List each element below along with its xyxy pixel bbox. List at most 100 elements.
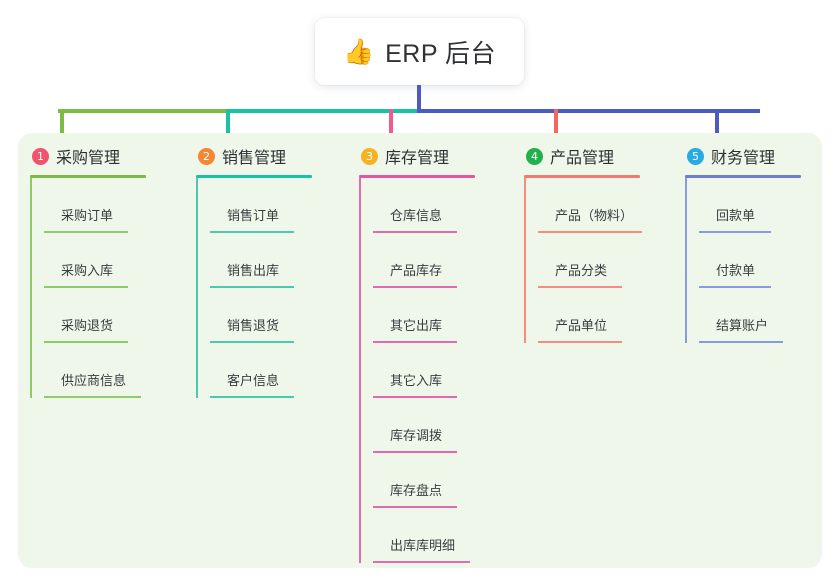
column-rail	[524, 178, 526, 343]
column-item-list: 销售订单销售出库销售退货客户信息	[196, 178, 312, 398]
list-item-label: 销售订单	[227, 208, 280, 223]
list-item-underline	[210, 396, 294, 398]
list-item-label: 库存调拨	[390, 428, 443, 443]
list-item[interactable]: 出库库明细	[373, 508, 475, 563]
list-item-underline	[373, 286, 457, 288]
connector-bus-blue	[417, 109, 760, 113]
list-item[interactable]: 库存调拨	[373, 398, 475, 453]
column-title: 财务管理	[711, 150, 776, 167]
list-item-underline	[373, 451, 457, 453]
list-item-underline	[373, 341, 457, 343]
list-item[interactable]: 供应商信息	[44, 343, 146, 398]
list-item-label: 产品（物料）	[555, 208, 634, 223]
list-item-underline	[44, 396, 141, 398]
list-item-label: 销售退货	[227, 318, 280, 333]
list-item[interactable]: 回款单	[699, 178, 801, 233]
list-item-label: 结算账户	[716, 318, 769, 333]
connector-drop-1	[60, 109, 64, 139]
column-5: 5 财务管理回款单付款单结算账户	[685, 145, 801, 343]
column-number-badge: 3	[361, 147, 378, 165]
list-item-label: 采购入库	[61, 263, 114, 278]
list-item-underline	[44, 231, 128, 233]
list-item[interactable]: 产品单位	[538, 288, 640, 343]
list-item[interactable]: 产品库存	[373, 233, 475, 288]
list-item[interactable]: 产品（物料）	[538, 178, 642, 233]
list-item-underline	[373, 231, 457, 233]
list-item-underline	[210, 341, 294, 343]
list-item-underline	[538, 231, 642, 233]
list-item-underline	[44, 286, 128, 288]
list-item-label: 供应商信息	[61, 373, 127, 388]
list-item[interactable]: 其它入库	[373, 343, 475, 398]
list-item-label: 其它入库	[390, 373, 443, 388]
column-rail	[30, 178, 32, 398]
list-item-underline	[699, 231, 771, 233]
connector-bus-right-cap	[756, 109, 760, 113]
root-node-title: ERP 后台	[385, 39, 497, 68]
connector-bus-teal	[228, 109, 420, 113]
list-item[interactable]: 销售订单	[210, 178, 312, 233]
list-item[interactable]: 采购入库	[44, 233, 146, 288]
list-item[interactable]: 库存盘点	[373, 453, 475, 508]
list-item-underline	[538, 341, 622, 343]
column-rail	[196, 178, 198, 398]
list-item-label: 仓库信息	[390, 208, 443, 223]
column-number-badge: 1	[32, 147, 49, 165]
column-header-5[interactable]: 5 财务管理	[685, 145, 801, 167]
list-item-underline	[699, 341, 783, 343]
column-item-list: 采购订单采购入库采购退货供应商信息	[30, 178, 146, 398]
thumbs-up-icon: 👍	[342, 38, 375, 66]
list-item-label: 产品单位	[555, 318, 608, 333]
connector-drop-4	[554, 109, 558, 139]
list-item-underline	[373, 561, 470, 563]
column-number-badge: 5	[687, 147, 704, 165]
column-rail	[685, 178, 687, 343]
list-item[interactable]: 采购退货	[44, 288, 146, 343]
list-item[interactable]: 其它出库	[373, 288, 475, 343]
list-item-underline	[538, 286, 622, 288]
column-rail	[359, 178, 361, 563]
list-item-label: 销售出库	[227, 263, 280, 278]
list-item-underline	[699, 286, 771, 288]
list-item-label: 采购订单	[61, 208, 114, 223]
column-item-list: 仓库信息产品库存其它出库其它入库库存调拨库存盘点出库库明细	[359, 178, 475, 563]
list-item-underline	[210, 286, 294, 288]
column-rule	[196, 175, 312, 178]
connector-drop-3	[389, 109, 393, 139]
list-item[interactable]: 付款单	[699, 233, 801, 288]
list-item-underline	[373, 396, 457, 398]
list-item[interactable]: 采购订单	[44, 178, 146, 233]
list-item-label: 出库库明细	[390, 538, 456, 553]
list-item-label: 其它出库	[390, 318, 443, 333]
list-item[interactable]: 仓库信息	[373, 178, 475, 233]
column-rule	[524, 175, 640, 178]
list-item-label: 付款单	[716, 263, 756, 278]
list-item[interactable]: 销售退货	[210, 288, 312, 343]
column-item-list: 产品（物料） 产品分类产品单位	[524, 178, 642, 343]
list-item[interactable]: 结算账户	[699, 288, 801, 343]
list-item-label: 产品分类	[555, 263, 608, 278]
list-item-label: 客户信息	[227, 373, 280, 388]
connector-trunk	[417, 85, 421, 111]
diagram-panel	[18, 133, 822, 568]
list-item[interactable]: 产品分类	[538, 233, 640, 288]
list-item-underline	[44, 341, 128, 343]
column-rule	[30, 175, 146, 178]
connector-bus-green	[58, 109, 230, 113]
root-node-card[interactable]: 👍 ERP 后台	[315, 18, 524, 85]
column-number-badge: 4	[526, 147, 543, 165]
list-item-label: 采购退货	[61, 318, 114, 333]
list-item-underline	[373, 506, 457, 508]
list-item[interactable]: 销售出库	[210, 233, 312, 288]
list-item[interactable]: 客户信息	[210, 343, 312, 398]
list-item-underline	[210, 231, 294, 233]
list-item-label: 产品库存	[390, 263, 443, 278]
